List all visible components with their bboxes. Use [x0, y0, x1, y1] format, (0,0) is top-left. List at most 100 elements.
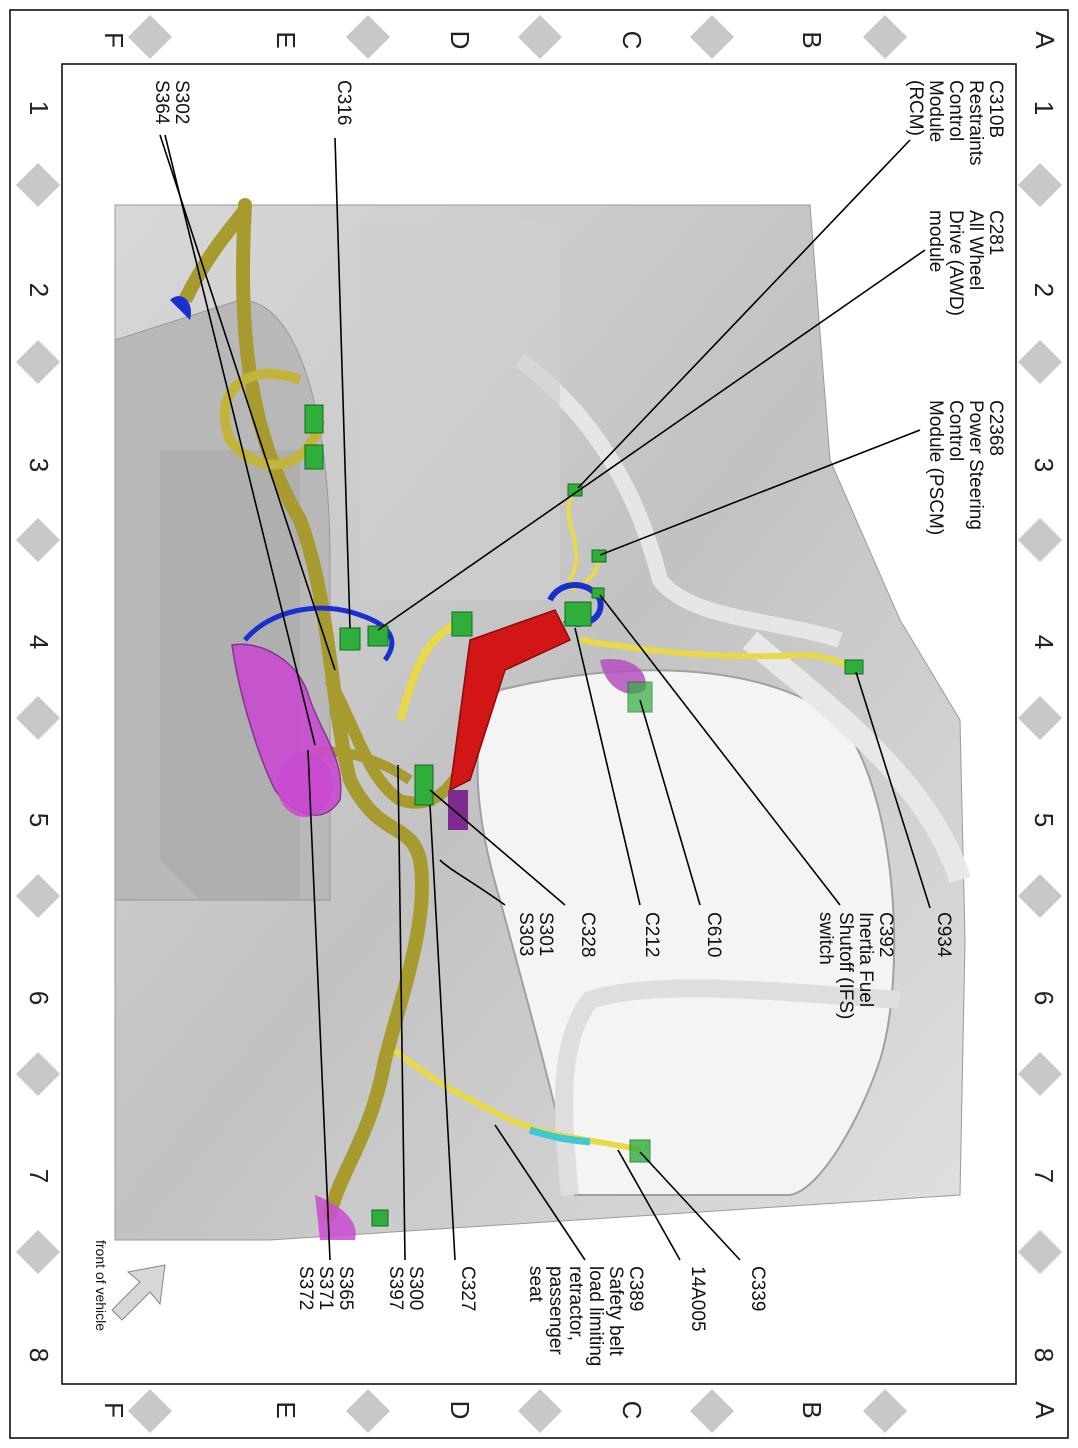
label-c328-line-0: C328	[577, 912, 598, 957]
frame-diamond	[690, 1389, 734, 1433]
label-c610-line-0: C610	[703, 912, 724, 957]
floor-ribs	[360, 220, 560, 600]
label-s300-line-1: S397	[385, 1266, 406, 1310]
frame-diamond	[1018, 1230, 1062, 1274]
label-c310b-line-0: C310B	[985, 80, 1006, 138]
grid-letter-a-top: A	[1030, 31, 1060, 49]
grid-number-3-right: 3	[1029, 458, 1059, 472]
label-s365-line-1: S371	[315, 1266, 336, 1310]
label-c2368-line-0: C2368	[985, 400, 1006, 456]
label-c392-line-3: switch	[815, 912, 836, 965]
frame-diamond	[1018, 340, 1062, 384]
connector-d4	[451, 611, 473, 637]
frame-diamond	[16, 340, 60, 384]
grid-number-8-left: 8	[24, 1348, 54, 1362]
label-c310b-line-4: (RCM)	[905, 80, 926, 136]
harness-loop-upper	[219, 368, 325, 470]
label-s365-line-0: S365	[335, 1266, 356, 1310]
label-c392-line-1: Inertia Fuel	[855, 912, 876, 1007]
grid-number-4-left: 4	[24, 635, 54, 649]
label-c389-line-2: load limiting	[585, 1266, 606, 1366]
label-s301-line-1: S303	[515, 912, 536, 956]
harness-light-to-c934	[579, 637, 861, 678]
label-c392-line-0: C392	[875, 912, 896, 957]
connector-c934	[844, 659, 864, 675]
label-s301-line-0: S301	[535, 912, 556, 956]
label-c310b: C310BRestraintsControlModule(RCM)	[905, 80, 1006, 166]
label-14a005: 14A005	[687, 1266, 708, 1332]
grid-letter-e-bottom: E	[271, 1401, 301, 1418]
leader-s365	[307, 749, 331, 1261]
grid-number-1-right: 1	[1029, 101, 1059, 115]
frame-diamond	[518, 1389, 562, 1433]
frame-diamond	[16, 874, 60, 918]
grid-letter-e-top: E	[271, 31, 301, 48]
harness-light-to-c389	[393, 1047, 641, 1153]
leader-s300	[397, 764, 406, 1261]
connector-e3b	[304, 444, 324, 470]
leader-s302	[159, 134, 336, 671]
frame-diamond	[1018, 874, 1062, 918]
leader-c316	[334, 137, 351, 629]
connector-e7	[371, 1209, 389, 1227]
grid-column-numbers-left: 1 2 3 4 5 6 7 8	[24, 101, 54, 1362]
label-c316-line-0: C316	[333, 80, 354, 125]
leader-c2368	[599, 429, 921, 556]
leader-c212	[574, 627, 641, 906]
frame-diamond	[346, 1389, 390, 1433]
label-c389-line-0: C389	[625, 1266, 646, 1311]
door-opening	[476, 669, 896, 1196]
connector-c316	[339, 627, 361, 651]
frame-diamond	[346, 15, 390, 59]
callout-labels: C310BRestraintsControlModule(RCM) C281Al…	[151, 80, 1006, 1366]
grid-letter-b-top: B	[797, 31, 827, 48]
harness-blue-cap	[170, 296, 191, 320]
frame-diamond	[863, 15, 907, 59]
grid-letter-a-bottom: A	[1030, 1401, 1060, 1419]
harness-branch-left	[178, 205, 251, 304]
grid-column-numbers-right: 1 2 3 4 5 6 7 8	[1029, 101, 1059, 1362]
grid-letter-c-top: C	[617, 31, 647, 50]
grid-row-letters-bottom: A B C D E F	[99, 1401, 1060, 1420]
frame-diamond	[16, 696, 60, 740]
label-c281-line-2: Drive (AWD)	[945, 210, 966, 316]
label-c389-line-3: retractor,	[565, 1266, 586, 1341]
label-s302-line-0: S302	[171, 80, 192, 124]
leader-lines	[159, 134, 931, 1261]
label-c281-line-3: module	[925, 210, 946, 272]
label-c392-line-2: Shutoff (IFS)	[835, 912, 856, 1019]
label-c212: C212	[641, 912, 662, 957]
label-c281-line-0: C281	[985, 210, 1006, 255]
harness-light-d4	[396, 616, 463, 722]
frame-diamond	[16, 518, 60, 562]
label-c610: C610	[703, 912, 724, 957]
label-c310b-line-2: Control	[945, 80, 966, 141]
frame-diamond	[16, 163, 60, 207]
label-c392: C392Inertia FuelShutoff (IFS)switch	[815, 912, 896, 1019]
frame-diamond	[128, 15, 172, 59]
grid-number-8-right: 8	[1029, 1348, 1059, 1362]
grid-number-5-left: 5	[24, 813, 54, 827]
frame-diamond	[16, 1230, 60, 1274]
a-pillar-rail	[515, 353, 843, 648]
label-c934: C934	[933, 912, 954, 958]
grid-number-6-right: 6	[1029, 991, 1059, 1005]
label-c389-line-5: seat	[525, 1266, 546, 1303]
label-s300: S300S397	[385, 1266, 426, 1310]
main-harness-trunk	[236, 198, 429, 1222]
label-c339-line-0: C339	[747, 1266, 768, 1311]
label-s302-line-1: S364	[151, 80, 172, 125]
leader-s301	[439, 859, 506, 906]
grid-number-5-right: 5	[1029, 813, 1059, 827]
harness-cyan-segment	[528, 1126, 591, 1146]
frame-diamond	[128, 1389, 172, 1433]
leader-c310b	[577, 139, 911, 489]
leader-c339	[639, 1151, 741, 1261]
label-c2368: C2368Power SteeringControlModule (PSCM)	[925, 400, 1006, 535]
label-s301: S301S303	[515, 912, 556, 956]
label-c212-line-0: C212	[641, 912, 662, 957]
label-c339: C339	[747, 1266, 768, 1311]
label-c389: C389Safety beltload limitingretractor,pa…	[525, 1266, 646, 1366]
label-c328: C328	[577, 912, 598, 957]
